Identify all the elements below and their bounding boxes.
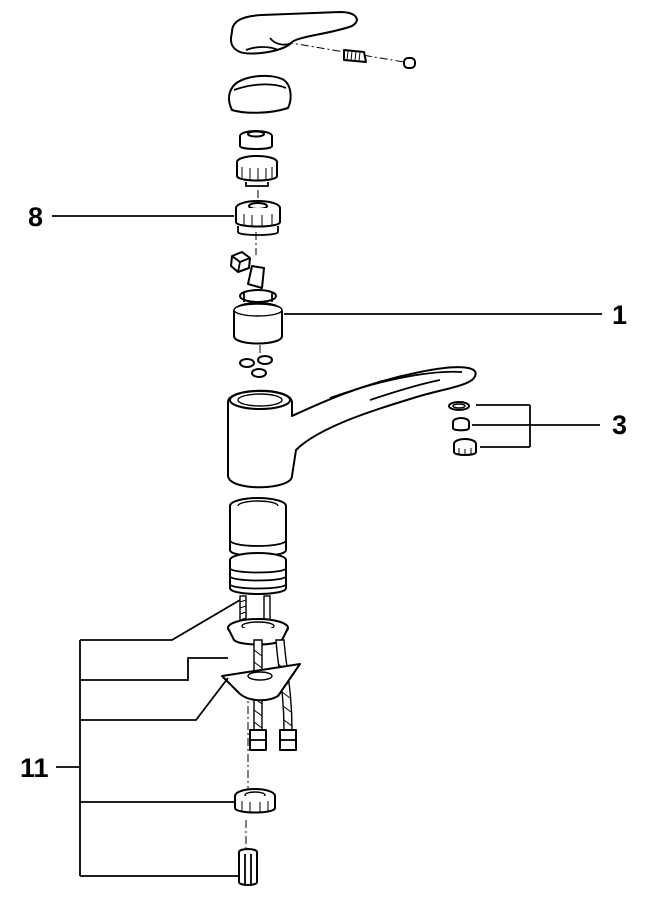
- base-sleeve: [229, 497, 287, 557]
- part-1-cartridge: [233, 265, 283, 345]
- callout-label-11: 11: [20, 753, 49, 783]
- cartridge-seals: [239, 355, 273, 378]
- part-8-threaded-nut: [235, 200, 281, 236]
- dome-cap: [228, 74, 292, 114]
- leader-bracket-3: [472, 404, 600, 448]
- leader-bracket-11: [56, 599, 241, 877]
- grub-screw: [343, 49, 367, 63]
- horseshoe-washer: [227, 618, 289, 646]
- cover-cap: [403, 57, 416, 69]
- mounting-plate: [221, 663, 301, 702]
- part-3-aerator: [448, 401, 477, 456]
- base-with-seals: [229, 552, 287, 595]
- lever-handle: [230, 11, 358, 55]
- square-adapter: [230, 251, 251, 273]
- callout-label-3: 3: [612, 410, 627, 440]
- threaded-bushing: [236, 155, 278, 187]
- faucet-body: [227, 366, 477, 489]
- callout-label-1: 1: [612, 300, 627, 330]
- adapter-ring: [239, 130, 273, 150]
- callout-label-8: 8: [28, 202, 43, 232]
- fixing-nut: [234, 788, 276, 814]
- hex-sleeve: [238, 848, 258, 886]
